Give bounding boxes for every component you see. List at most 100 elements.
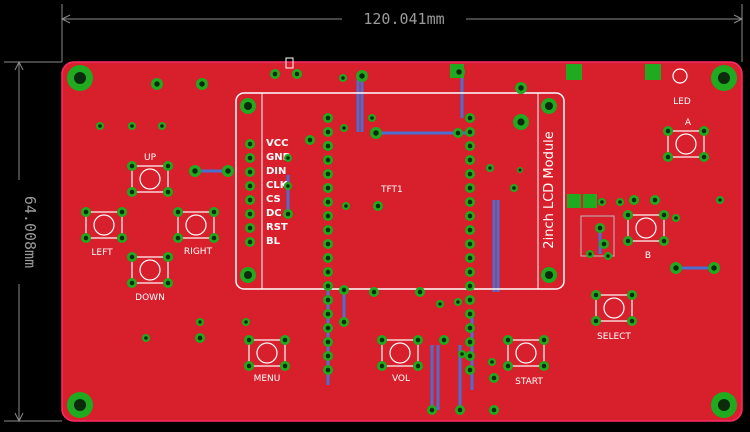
pad-hole	[286, 184, 290, 188]
pad-hole	[593, 318, 599, 324]
pad-hole	[467, 143, 473, 149]
module-designator: TFT1	[380, 185, 403, 195]
pad-hole	[198, 320, 202, 324]
pad-hole	[211, 209, 217, 215]
label-a: A	[685, 118, 692, 128]
pad-hole	[246, 363, 252, 369]
pad-hole	[371, 289, 377, 295]
pad-hole	[192, 168, 198, 174]
mounting-holes	[67, 65, 737, 418]
pad-hole	[175, 209, 181, 215]
pad-hole	[247, 183, 253, 189]
pad-hole	[512, 186, 516, 190]
pin-labels: VCC GND DIN CLK CS DC RST BL	[266, 138, 291, 247]
pad-hole	[701, 128, 707, 134]
pad-hole	[83, 209, 89, 215]
pad-hole	[211, 235, 217, 241]
pad-hole	[344, 204, 348, 208]
pad-hole	[629, 292, 635, 298]
pad-hole	[286, 156, 290, 160]
pad-hole	[490, 360, 494, 364]
pad-hole	[429, 407, 435, 413]
pad-hole	[144, 336, 148, 340]
pad-hole	[541, 337, 547, 343]
pad-hole	[307, 137, 313, 143]
pad-hole	[718, 198, 722, 202]
pad-hole	[325, 325, 331, 331]
pad-hole	[285, 211, 291, 217]
pad-hole	[325, 241, 331, 247]
pad-hole	[130, 124, 134, 128]
pad-hole	[325, 227, 331, 233]
pad-hole	[119, 235, 125, 241]
through-hole-pads	[81, 66, 724, 415]
jumper-outline	[580, 215, 615, 257]
pad-hole	[600, 200, 604, 204]
pad-hole	[467, 171, 473, 177]
pad-hole	[83, 235, 89, 241]
label-led: LED	[673, 97, 691, 107]
pad-hole	[129, 189, 135, 195]
pad-hole	[601, 241, 607, 247]
pad-hole	[673, 265, 679, 271]
pad-hole	[467, 199, 473, 205]
pad-hole	[325, 115, 331, 121]
pad-hole	[165, 163, 171, 169]
pad-hole	[197, 335, 203, 341]
pad-hole	[325, 129, 331, 135]
pad-hole	[456, 300, 460, 304]
pad-hole	[129, 254, 135, 260]
pad-hole	[467, 339, 473, 345]
label-up: UP	[144, 153, 157, 163]
pad-hole	[175, 235, 181, 241]
pad-hole	[505, 363, 511, 369]
pin-label-rst: RST	[266, 222, 288, 233]
pad-hole	[417, 289, 423, 295]
pad-hole	[629, 318, 635, 324]
led-footprint	[672, 68, 688, 84]
pad-hole	[661, 212, 667, 218]
width-dimension-label: 120.041mm	[363, 10, 444, 28]
pad-hole	[467, 297, 473, 303]
pad-hole	[460, 352, 464, 356]
pad-hole	[597, 225, 603, 231]
pin-label-gnd: GND	[266, 152, 291, 163]
button-select	[595, 294, 633, 322]
pad-hole	[325, 367, 331, 373]
pad-hole	[325, 311, 331, 317]
pad-hole	[247, 155, 253, 161]
pad-hole	[119, 209, 125, 215]
pad-hole	[247, 141, 253, 147]
pad-hole	[325, 185, 331, 191]
pad-hole	[154, 81, 160, 87]
pad-hole	[441, 337, 447, 343]
pcb-board	[61, 61, 743, 422]
pad-hole	[247, 169, 253, 175]
pad-hole	[282, 337, 288, 343]
pad-hole	[701, 154, 707, 160]
pad-hole	[373, 130, 379, 136]
pad-hole	[415, 363, 421, 369]
pad-hole	[341, 287, 347, 293]
pad-hole	[199, 81, 205, 87]
pad-hole	[606, 254, 610, 258]
pad-hole	[631, 197, 637, 203]
pad-hole	[455, 130, 461, 136]
button-a	[667, 130, 705, 158]
pad-hole	[467, 227, 473, 233]
pad-hole	[618, 200, 622, 204]
pad-hole	[359, 73, 365, 79]
pad-hole	[674, 216, 678, 220]
pad-hole	[325, 143, 331, 149]
pad-hole	[325, 213, 331, 219]
pad-hole	[165, 280, 171, 286]
pad-hole	[467, 311, 473, 317]
pad-hole	[665, 154, 671, 160]
pin-label-vcc: VCC	[266, 138, 288, 149]
pad-hole	[467, 115, 473, 121]
pad-hole	[467, 241, 473, 247]
pad-hole	[342, 126, 346, 130]
pad-hole	[467, 129, 473, 135]
pad-hole	[488, 166, 492, 170]
pad-hole	[341, 76, 345, 80]
